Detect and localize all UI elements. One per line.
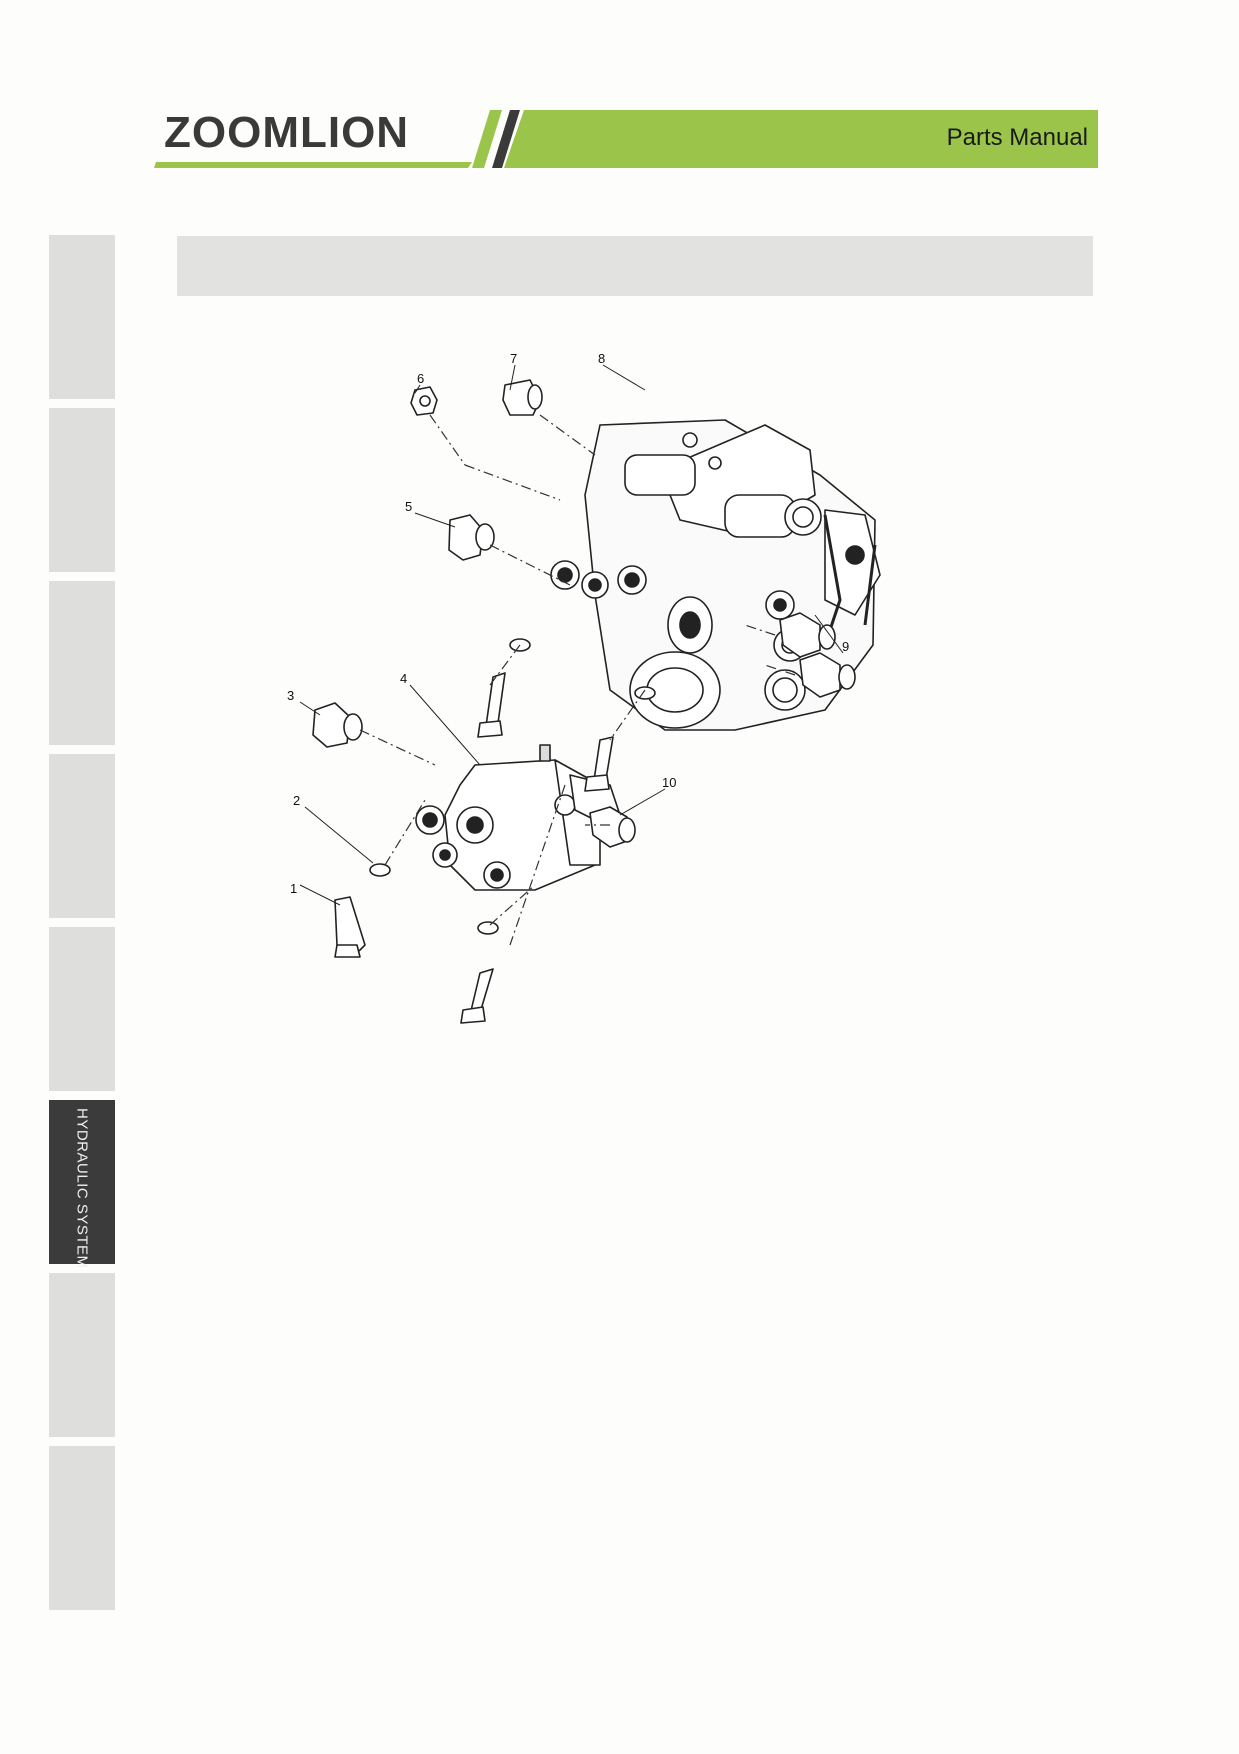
page-header: ZOOMLION Parts Manual: [154, 108, 1098, 170]
callout-5: 5: [405, 499, 412, 514]
header-banner: [154, 110, 1098, 168]
exploded-view-drawing: 1 2 3 4 5 6 7 8 9 10: [287, 351, 881, 1024]
zoomlion-logo: ZOOMLION: [164, 108, 410, 157]
bolt: [334, 896, 366, 958]
chapter-tab-1[interactable]: [49, 235, 115, 399]
chapter-tab-7[interactable]: [49, 1273, 115, 1437]
manual-title: Parts Manual: [946, 124, 1088, 151]
chapter-tab-5[interactable]: [49, 927, 115, 1091]
chapter-tab-3[interactable]: [49, 581, 115, 745]
callout-9: 9: [842, 639, 849, 654]
chapter-tab-4[interactable]: [49, 754, 115, 918]
washer: [477, 921, 499, 935]
fitting-3: [312, 702, 363, 748]
gear-pump: [415, 744, 621, 891]
callout-4: 4: [400, 671, 407, 686]
callout-7: 7: [510, 351, 517, 366]
bolt: [477, 672, 506, 738]
callout-10: 10: [662, 775, 676, 790]
fitting-10: [589, 806, 636, 848]
chapter-tab-2[interactable]: [49, 408, 115, 572]
callout-6: 6: [417, 371, 424, 386]
bolt: [460, 968, 494, 1024]
chapter-tab-label: HYDRAULIC SYSTEM: [73, 1108, 91, 1269]
fitting-7: [502, 379, 543, 416]
chapter-tab-hydraulic-system[interactable]: HYDRAULIC SYSTEM: [49, 1100, 115, 1269]
chapter-tab-8[interactable]: [49, 1446, 115, 1610]
fitting-9: [779, 612, 856, 698]
callout-8: 8: [598, 351, 605, 366]
washer: [634, 686, 656, 700]
fitting-6: [410, 386, 438, 416]
bolt: [584, 736, 614, 792]
section-title-bar: [177, 236, 1093, 296]
washer: [369, 863, 391, 877]
callout-1: 1: [290, 881, 297, 896]
fitting-5: [448, 514, 495, 561]
callout-3: 3: [287, 688, 294, 703]
callout-2: 2: [293, 793, 300, 808]
